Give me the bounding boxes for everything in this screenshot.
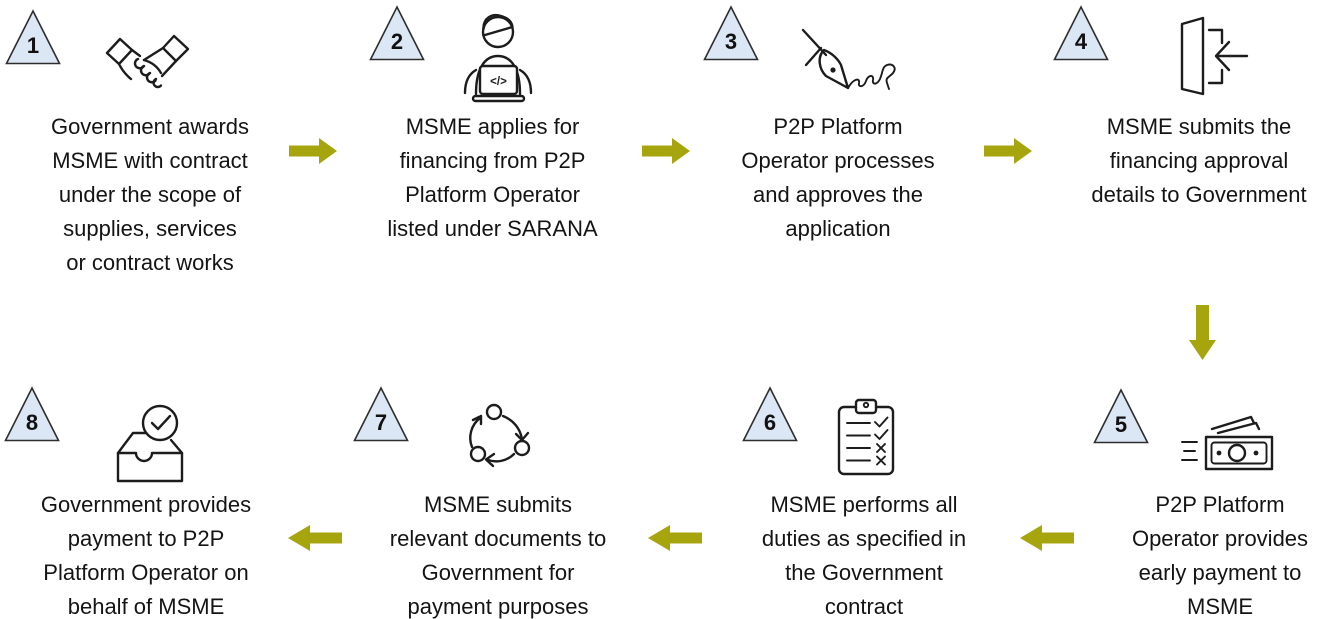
step-3-number-triangle: 3 <box>702 4 760 62</box>
step-5-number-triangle: 5 <box>1092 387 1150 445</box>
text-line: under the scope of <box>58 182 242 207</box>
text-line: or contract works <box>66 250 234 275</box>
step-1-number-triangle: 1 <box>4 8 62 66</box>
triangle-shape-icon <box>742 386 798 442</box>
text-line: duties as specified in <box>761 526 967 551</box>
step-number: 7 <box>374 410 388 435</box>
text-line: Government provides <box>40 492 252 517</box>
text-line: details to Government <box>1091 182 1307 207</box>
step-number: 2 <box>390 29 404 54</box>
text-line: financing approval <box>1109 148 1289 173</box>
triangle-shape-icon <box>4 386 60 442</box>
text-line: P2P Platform <box>1155 492 1285 517</box>
step-number: 4 <box>1074 29 1088 54</box>
step-5-description: P2P Platform Operator provides early pay… <box>1100 488 1340 619</box>
step-number: 6 <box>763 410 777 435</box>
triangle-shape-icon <box>353 386 409 442</box>
triangle-shape-icon <box>1053 5 1109 61</box>
step-8-description: Government provides payment to P2P Platf… <box>0 488 292 619</box>
triangle-shape-icon <box>5 9 61 65</box>
text-line: contract <box>824 594 904 619</box>
step-7-number-triangle: 7 <box>352 385 410 443</box>
step-7-description: MSME submits relevant documents to Gover… <box>358 488 638 619</box>
text-line: MSME submits the <box>1106 114 1292 139</box>
text-line: MSME <box>1187 594 1253 619</box>
text-line: Operator provides <box>1131 526 1309 551</box>
text-line: Platform Operator on <box>43 560 249 585</box>
arrow-step7-to-step8-icon <box>288 525 342 551</box>
text-line: relevant documents to <box>389 526 607 551</box>
text-line: supplies, services <box>63 216 237 241</box>
developer-at-laptop-icon: </> <box>463 14 533 103</box>
text-line: payment to P2P <box>67 526 225 551</box>
step-2-number-triangle: 2 <box>368 4 426 62</box>
text-line: early payment to <box>1138 560 1302 585</box>
step-2-description: MSME applies for financing from P2P Plat… <box>335 110 650 246</box>
arrow-step6-to-step7-icon <box>648 525 702 551</box>
door-entry-icon <box>1180 16 1249 96</box>
step-number: 5 <box>1114 412 1128 437</box>
text-line: MSME with contract <box>52 148 248 173</box>
text-line: and approves the <box>752 182 924 207</box>
text-line: MSME performs all <box>770 492 958 517</box>
pen-signature-icon <box>801 28 896 90</box>
triangle-shape-icon <box>369 5 425 61</box>
text-line: financing from P2P <box>399 148 586 173</box>
step-3-description: P2P Platform Operator processes and appr… <box>688 110 988 246</box>
arrow-step5-to-step6-icon <box>1020 525 1074 551</box>
svg-text:</>: </> <box>490 76 507 88</box>
text-line: listed under SARANA <box>387 216 598 241</box>
arrow-step1-to-step2-icon <box>289 138 337 164</box>
triangle-shape-icon <box>1093 388 1149 444</box>
text-line: the Government <box>785 560 943 585</box>
step-number: 8 <box>25 410 39 435</box>
step-6-description: MSME performs all duties as specified in… <box>728 488 1000 619</box>
cash-payment-icon <box>1181 415 1274 471</box>
step-1-description: Government awards MSME with contract und… <box>0 110 305 280</box>
step-8-number-triangle: 8 <box>3 385 61 443</box>
text-line: application <box>785 216 891 241</box>
text-line: MSME applies for <box>405 114 580 139</box>
text-line: Government for <box>421 560 575 585</box>
text-line: Operator processes <box>741 148 935 173</box>
text-line: Platform Operator <box>405 182 580 207</box>
step-4-description: MSME submits the financing approval deta… <box>1058 110 1340 212</box>
step-number: 1 <box>26 33 40 58</box>
step-number: 3 <box>724 29 738 54</box>
step-4-number-triangle: 4 <box>1052 4 1110 62</box>
text-line: payment purposes <box>407 594 589 619</box>
text-line: Government awards <box>50 114 250 139</box>
text-line: MSME submits <box>424 492 572 517</box>
arrow-step3-to-step4-icon <box>984 138 1032 164</box>
step-6-number-triangle: 6 <box>741 385 799 443</box>
triangle-shape-icon <box>703 5 759 61</box>
process-cycle-icon <box>469 403 531 468</box>
text-line: behalf of MSME <box>67 594 225 619</box>
arrow-step2-to-step3-icon <box>642 138 690 164</box>
arrow-step4-to-step5-icon <box>1189 305 1216 360</box>
text-line: P2P Platform <box>773 114 903 139</box>
inbox-approved-icon <box>116 404 184 483</box>
checklist-clipboard-icon <box>837 398 895 476</box>
handshake-icon <box>105 34 190 89</box>
